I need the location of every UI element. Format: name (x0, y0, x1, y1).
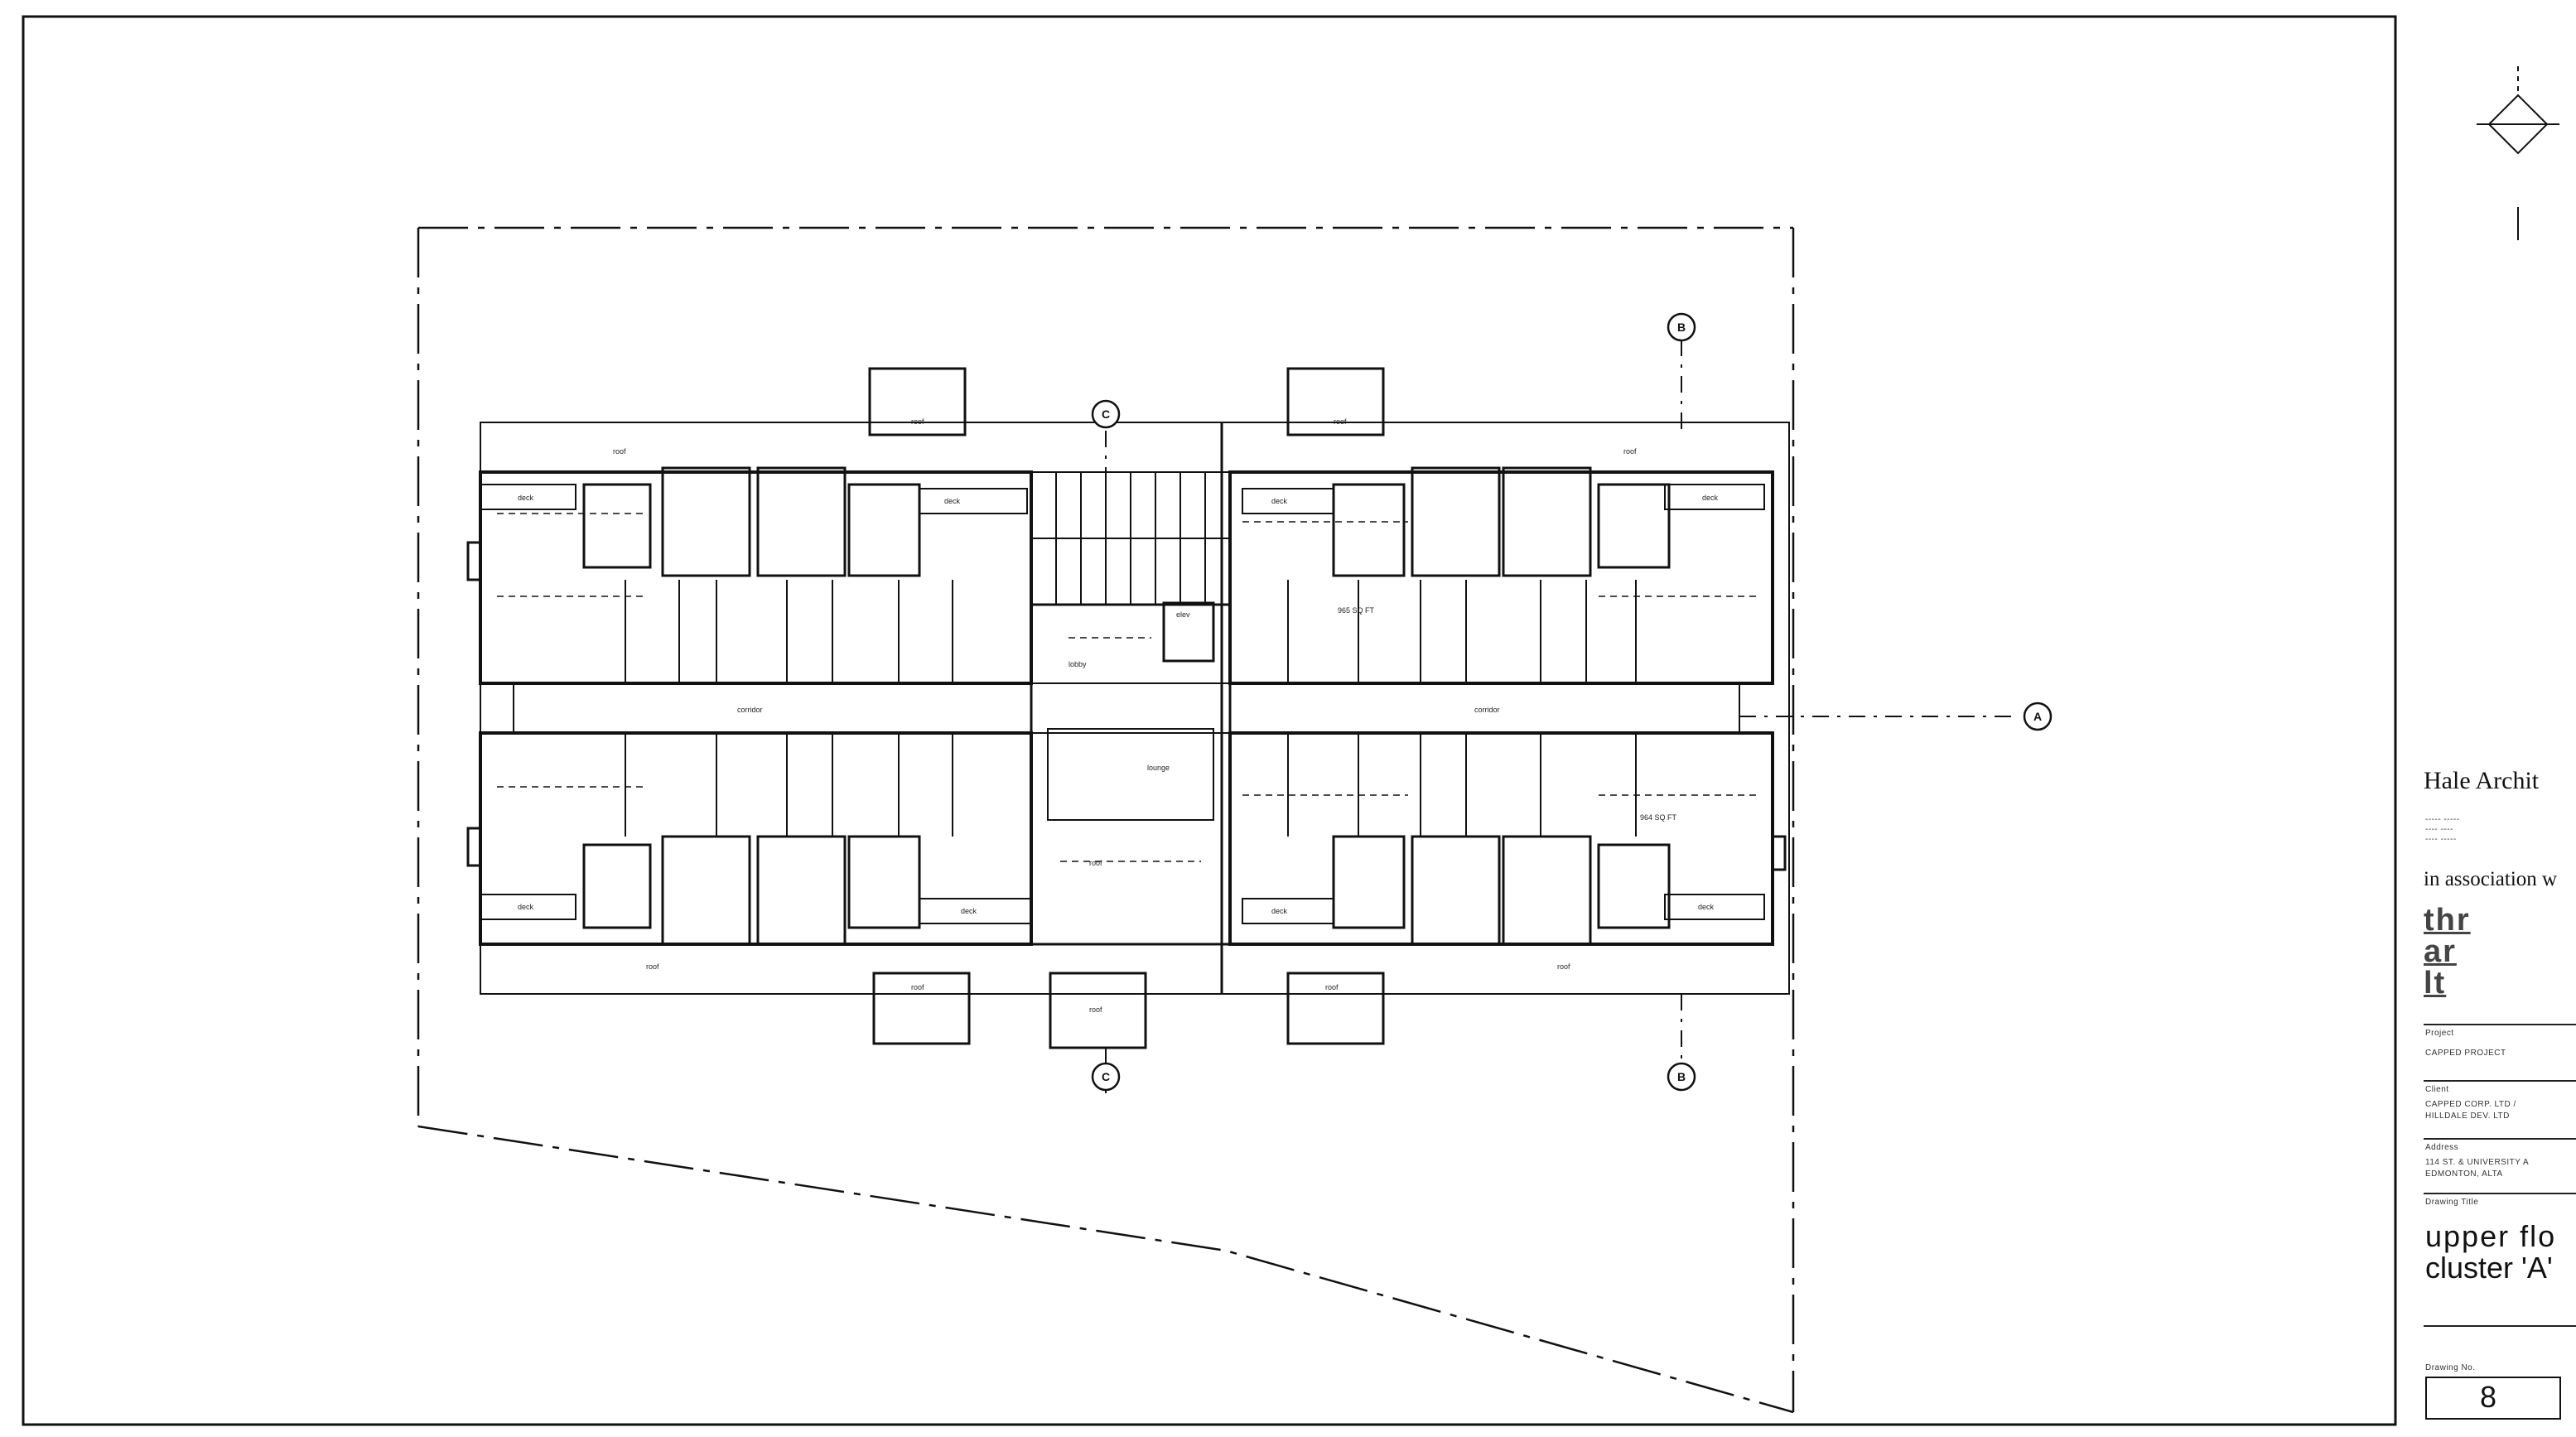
label-deck-7: deck (1271, 907, 1288, 915)
unit-sw-block (479, 731, 1033, 946)
label-area-1: 965 SQ FT (1338, 606, 1375, 615)
assoc-firm-line-3: lt (2424, 966, 2447, 1001)
client-label: Client (2425, 1085, 2449, 1094)
decks (480, 484, 1765, 924)
se-partitions (1287, 733, 1671, 946)
balcony-s3 (1286, 972, 1385, 1045)
label-roof-6: roof (1089, 859, 1102, 867)
corridor (513, 682, 1740, 734)
balcony-n1 (868, 367, 967, 436)
site-boundary (417, 226, 1795, 1414)
room-labels: roof roof roof roof roof roof roof roof … (518, 417, 1719, 1014)
tb-rule-5 (2424, 1325, 2576, 1327)
label-corridor-2: corridor (1474, 706, 1500, 714)
label-roof-7: roof (1557, 962, 1570, 971)
label-deck-5: deck (518, 903, 534, 911)
east-bay (1771, 835, 1787, 871)
drawing-title-line-1: upper flo (2425, 1219, 2557, 1253)
firm-sub-3: ---- ----- (2425, 835, 2457, 844)
address-label: Address (2425, 1143, 2459, 1152)
lounge-room (1047, 728, 1214, 821)
drawing-no-label: Drawing No. (2425, 1363, 2476, 1372)
tb-rule-3 (2424, 1138, 2576, 1140)
project-value: CAPPED PROJECT (2425, 1049, 2506, 1058)
drawing-title-label: Drawing Title (2425, 1198, 2479, 1207)
firm-sub-1: ----- ----- (2425, 815, 2460, 824)
label-elev: elev (1176, 610, 1190, 619)
firm-sub-2: ---- ---- (2425, 825, 2453, 834)
tb-rule-2 (2424, 1080, 2576, 1082)
section-marker-a-label: A (2033, 710, 2042, 723)
firm-name: Hale Archit (2424, 767, 2540, 794)
section-marker-c-bottom: C (1091, 1062, 1121, 1092)
section-marker-b-bottom-label: B (1677, 1070, 1686, 1083)
roof-outline (480, 422, 1790, 995)
label-area-2: 964 SQ FT (1640, 813, 1677, 822)
north-arrow-icon (2477, 66, 2559, 240)
lobby-core (1030, 603, 1232, 946)
label-deck-8: deck (1698, 903, 1715, 911)
label-roof-10: roof (1325, 983, 1339, 991)
label-corridor-1: corridor (737, 706, 763, 714)
section-lines (1105, 340, 2013, 1093)
client-line-2: HILLDALE DEV. LTD (2425, 1112, 2510, 1121)
assoc-firm-line-2: ar (2424, 934, 2457, 969)
label-roof-5: roof (646, 962, 659, 971)
label-deck-4: deck (1702, 494, 1719, 502)
central-stair (1030, 471, 1231, 605)
tb-rule-4 (2424, 1193, 2576, 1194)
label-roof-3: roof (1334, 417, 1347, 426)
balcony-s1 (872, 972, 971, 1045)
tb-rule-1 (2424, 1024, 2576, 1025)
section-marker-c-bottom-label: C (1102, 1070, 1110, 1083)
association-line: in association w (2424, 868, 2558, 890)
label-lounge: lounge (1147, 764, 1170, 772)
assoc-firm-logo: thr ar lt (2424, 904, 2576, 999)
title-block: Hale Archit ----- ----- ---- ---- ---- -… (2424, 745, 2576, 1425)
address-line-1: 114 ST. & UNIVERSITY A (2425, 1158, 2530, 1167)
section-marker-b-top-label: B (1677, 321, 1686, 334)
label-deck-2: deck (944, 497, 961, 505)
nw-partitions (582, 466, 953, 683)
sheet-border (22, 15, 2397, 1426)
section-marker-c-top-label: C (1102, 407, 1110, 421)
west-bay (466, 541, 482, 581)
interior-detail (497, 513, 1756, 862)
drawing-title-line-2: cluster 'A' (2425, 1251, 2553, 1285)
label-deck-1: deck (518, 494, 534, 502)
unit-ne-block (1228, 470, 1774, 685)
ne-partitions (1287, 466, 1671, 683)
address-line-2: EDMONTON, ALTA (2425, 1169, 2503, 1179)
label-roof-8: roof (911, 983, 924, 991)
label-roof-9: roof (1089, 1005, 1102, 1014)
label-roof-2: roof (911, 417, 924, 426)
project-label: Project (2425, 1029, 2454, 1038)
section-marker-b-top: B (1667, 312, 1696, 342)
label-deck-3: deck (1271, 497, 1288, 505)
unit-se-block (1228, 731, 1774, 946)
label-lobby: lobby (1069, 660, 1087, 668)
sw-partitions (582, 733, 953, 946)
label-roof-1: roof (613, 447, 626, 456)
balcony-n2 (1286, 367, 1385, 436)
label-deck-6: deck (961, 907, 977, 915)
label-roof-4: roof (1623, 447, 1637, 456)
section-marker-a: A (2023, 702, 2053, 731)
balcony-s2 (1049, 972, 1147, 1049)
elevator (1162, 601, 1215, 663)
section-marker-c-top: C (1091, 399, 1121, 429)
drawing-number-box (2425, 1377, 2561, 1420)
section-marker-b-bottom: B (1667, 1062, 1696, 1092)
building-plan (466, 367, 1790, 1049)
assoc-firm-line-1: thr (2424, 903, 2471, 938)
drawing-number: 8 (2480, 1380, 2497, 1414)
client-line-1: CAPPED CORP. LTD / (2425, 1100, 2516, 1109)
west-bay-2 (466, 827, 482, 867)
